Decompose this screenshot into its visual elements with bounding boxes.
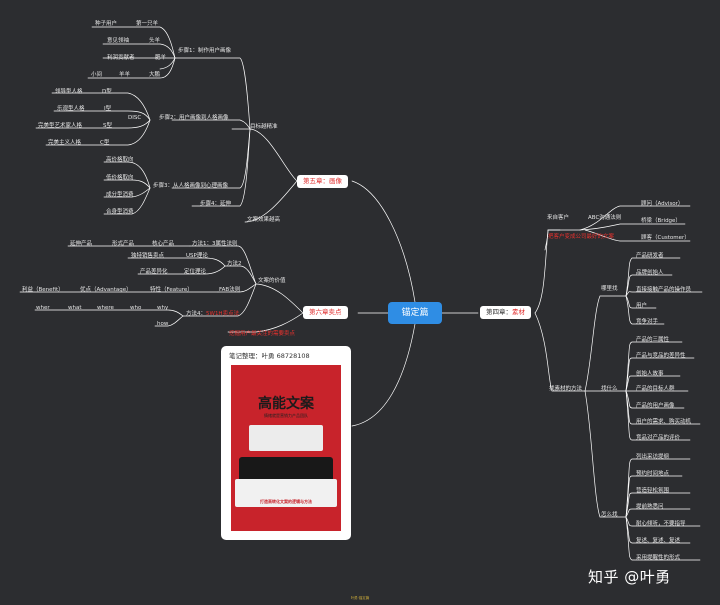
ch4-where: 哪里找: [601, 286, 618, 292]
book-title: 高能文案: [258, 396, 314, 412]
ch6-m4-item-2: what: [68, 305, 82, 311]
ch6-method4: 方法4：5W1H卖点法: [186, 311, 239, 318]
ch6-m2-item-2-right: 定位理论: [184, 269, 207, 275]
ch5-step4: 步骤4：延伸: [200, 201, 231, 207]
ch6-m1-item-2: 形式产品: [112, 241, 135, 247]
ch4-what-item-2: 产品与竞品的差异性: [636, 353, 686, 359]
book-tagline: 打造高转化文案的逻辑与方法: [260, 499, 312, 504]
ch4-where-item-1: 产品研发者: [636, 253, 664, 259]
ch5-step1-item-4-left: 小间: [91, 72, 103, 78]
ch4-what-item-4: 产品的目标人群: [636, 386, 675, 392]
ch4-red-note: 把客户变成公司最好的文案: [548, 234, 615, 240]
ch5-disc-item-3-right: S型: [103, 123, 112, 129]
ch4-how-item-7: 采用提醒性的形式: [636, 555, 681, 561]
ch4-where-item-2: 品牌创始人: [636, 270, 664, 276]
ch5-step1-item-2-left: 意见领袖: [107, 38, 130, 44]
ch4-how-item-5: 耐心倾听，不要指导: [636, 521, 686, 527]
ch4-how-item-4: 提前熟悉问: [636, 504, 664, 510]
book-note: 笔记整理：叶勇 68728108: [229, 352, 310, 360]
ch4-what-item-7: 竞品对产品的评价: [636, 435, 681, 441]
ch5-branch-a: 目标越精准: [250, 124, 278, 130]
ch6-m4-item-3: where: [97, 305, 114, 311]
book-card[interactable]: 笔记整理：叶勇 68728108 高能文案 情绪就是营销力产品团队 打造高转化文…: [221, 346, 351, 540]
center-node[interactable]: 锚定篇: [388, 302, 442, 324]
ch4-how: 怎么找: [601, 512, 618, 518]
ch5-disc-item-3-left: 完美型艺术家人格: [38, 123, 83, 129]
ch6-fab-item-3: 特性（Feature）: [150, 287, 193, 293]
ch5-step1-item-5-right: 大鹏: [149, 72, 161, 78]
ch4-abc-item-3: 顾客（Customer）: [641, 235, 690, 241]
ch5-branch-b: 文案效果越高: [247, 217, 281, 223]
chapter-4-node[interactable]: 第四章：素材: [480, 306, 531, 319]
ch5-step1: 步骤1：制作用户画像: [178, 48, 231, 54]
ch6-method1: 方法1：3属性法则: [192, 241, 238, 247]
zhihu-watermark: 知乎 @叶勇: [588, 568, 671, 586]
ch5-disc-item-4-left: 完美主义人格: [48, 140, 82, 146]
ch5-step1-item-4-right: 羊羊: [119, 72, 131, 78]
ch5-step1-item-2-right: 头羊: [149, 38, 161, 44]
ch6-m2-item-1-left: 独特销售卖点: [131, 253, 165, 259]
ch5-disc: DISC: [128, 115, 142, 121]
ch6-m1-item-1: 延伸产品: [70, 241, 93, 247]
ch5-step3-item-3: 成分型消费: [106, 192, 134, 198]
ch6-m2-item-1-right: USP理论: [186, 253, 208, 259]
ch6-m4-red: 5W1H卖点法: [206, 311, 240, 317]
ch4-where-item-4: 用户: [636, 303, 648, 309]
ch6-fab-item-1: 利益（Benefit）: [22, 287, 64, 293]
ch6-fab-item-2: 优点（Advantage）: [80, 287, 132, 293]
ch6-how: how: [157, 321, 169, 327]
ch6-red-note: 挖掘用户最关注的需要卖点: [229, 331, 296, 337]
ch4-abc-item-2: 桥梁（Bridge）: [641, 218, 681, 224]
ch6-fab: FAB法则: [219, 287, 241, 293]
ch5-disc-item-1-right: D型: [102, 89, 112, 95]
ch6-branch: 文案的价值: [258, 278, 286, 284]
footer-caption: 叶勇·锚定篇: [350, 596, 370, 600]
ch4-how-item-2: 预约时间地点: [636, 471, 670, 477]
chapter-4-highlight: 素材: [512, 308, 525, 316]
ch4-what-item-3: 创始人故事: [636, 371, 664, 377]
ch5-step3-item-4: 合身型消费: [106, 209, 134, 215]
book-subtitle: 情绪就是营销力产品团队: [264, 413, 308, 418]
ch4-abc: ABC沟通法则: [588, 215, 622, 221]
ch4-source: 来自客户: [547, 215, 570, 221]
ch4-where-item-5: 竞争对手: [636, 319, 659, 325]
ch5-step1-item-1-left: 种子用户: [95, 21, 118, 27]
chapter-4-prefix: 第四章：: [486, 308, 512, 316]
book-band: [235, 479, 337, 507]
book-cover-image: 高能文案 情绪就是营销力产品团队 打造高转化文案的逻辑与方法: [231, 365, 341, 531]
ch6-m4-prefix: 方法4：: [186, 311, 206, 317]
ch5-step1-item-1-right: 第一只羊: [136, 21, 159, 27]
ch5-step2: 步骤2：用户画像到人格画像: [159, 115, 229, 121]
ch6-m4-item-1: wher: [36, 305, 50, 311]
ch6-m4-item-4: who: [130, 305, 142, 311]
ch6-m2-item-2-left: 产品差异化: [140, 269, 168, 275]
ch4-what-item-6: 用户的需求、购买动机: [636, 419, 692, 425]
ch5-step1-item-3-left: 利润贡献者: [107, 55, 135, 61]
ch4-what: 找什么: [601, 386, 618, 392]
ch5-disc-item-1-left: 领导型人格: [55, 89, 83, 95]
ch4-where-item-3: 直接接触产品的操作员: [636, 287, 692, 293]
ch5-disc-item-2-left: 乐观型人格: [57, 106, 85, 112]
ch5-step3-item-1: 高价格取向: [106, 157, 134, 163]
ch6-m1-item-3: 核心产品: [152, 241, 175, 247]
ch4-abc-item-1: 顾问（Advisor）: [641, 201, 684, 207]
ch5-disc-item-4-right: C型: [100, 140, 110, 146]
ch6-m4-item-5: why: [157, 305, 169, 311]
typewriter-illustration: [249, 425, 323, 451]
chapter-5-node[interactable]: 第五章：画像: [297, 175, 348, 188]
ch4-what-item-5: 产品的用户画像: [636, 403, 675, 409]
ch4-how-item-6: 复述、复述、复述: [636, 538, 681, 544]
ch4-how-item-1: 列出采访提纲: [636, 454, 670, 460]
ch5-step3-item-2: 低价格取向: [106, 175, 134, 181]
ch5-step1-item-3-right: 肥羊: [155, 55, 167, 61]
ch4-what-item-1: 产品的三属性: [636, 337, 670, 343]
ch6-method2: 方法2: [227, 261, 242, 267]
ch4-how-item-3: 营造轻松氛围: [636, 488, 670, 494]
ch5-disc-item-2-right: I型: [104, 106, 112, 112]
ch4-method: 找素材的方法: [549, 386, 583, 392]
ch5-step3: 步骤3：从人格画像到心理画像: [153, 183, 229, 189]
chapter-6-node[interactable]: 第六章卖点: [303, 306, 348, 319]
